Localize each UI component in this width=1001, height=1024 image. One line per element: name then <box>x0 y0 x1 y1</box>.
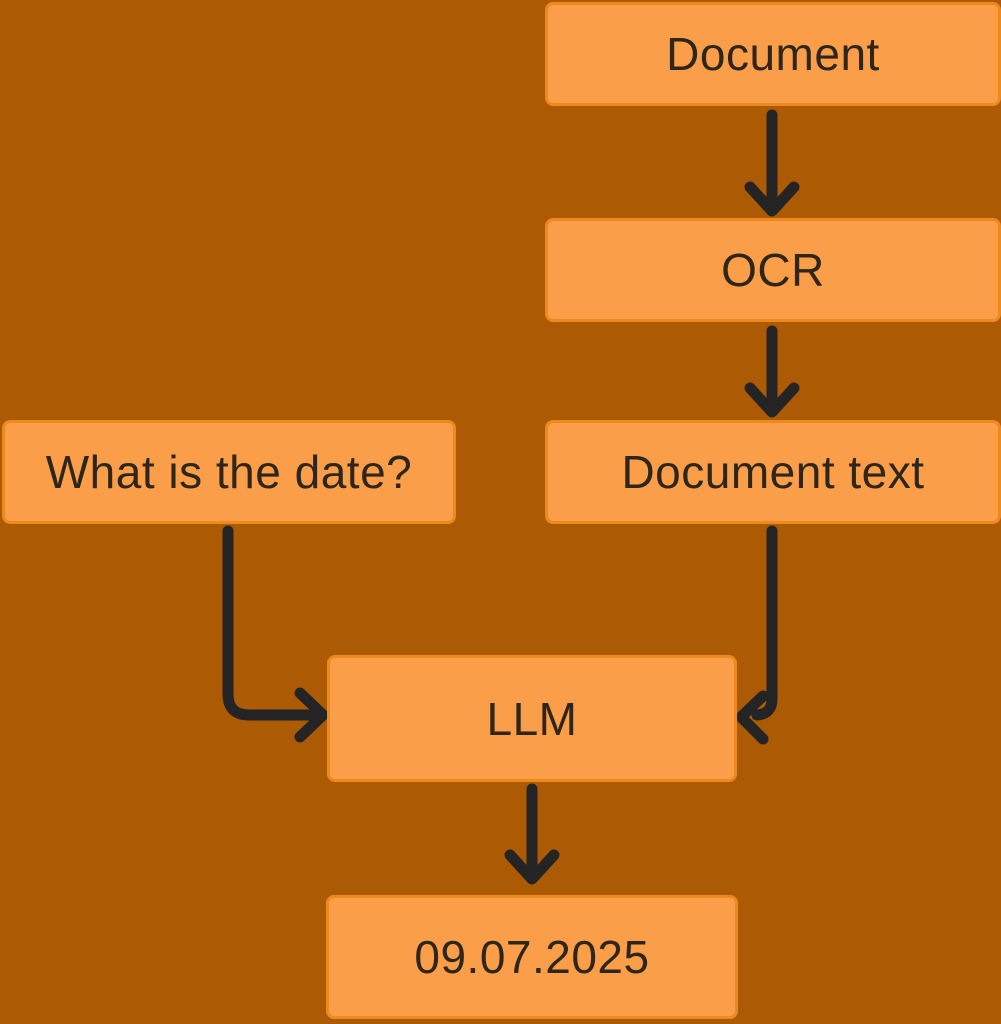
node-document: Document <box>545 2 1001 106</box>
arrow-ocr-to-document-text <box>744 325 800 418</box>
node-answer-label: 09.07.2025 <box>414 931 650 983</box>
arrow-document-to-ocr <box>744 109 800 217</box>
arrow-question-to-llm <box>222 525 329 743</box>
node-document-text-label: Document text <box>621 446 925 498</box>
node-question-label: What is the date? <box>45 446 413 498</box>
node-ocr-label: OCR <box>721 244 825 296</box>
arrow-document-text-to-llm <box>735 525 778 745</box>
node-question: What is the date? <box>2 420 456 524</box>
node-answer: 09.07.2025 <box>326 895 738 1019</box>
node-document-label: Document <box>666 28 880 80</box>
node-document-text: Document text <box>545 420 1001 524</box>
node-llm: LLM <box>327 655 737 782</box>
arrow-llm-to-answer <box>504 783 560 885</box>
node-llm-label: LLM <box>486 692 578 745</box>
node-ocr: OCR <box>545 218 1001 322</box>
